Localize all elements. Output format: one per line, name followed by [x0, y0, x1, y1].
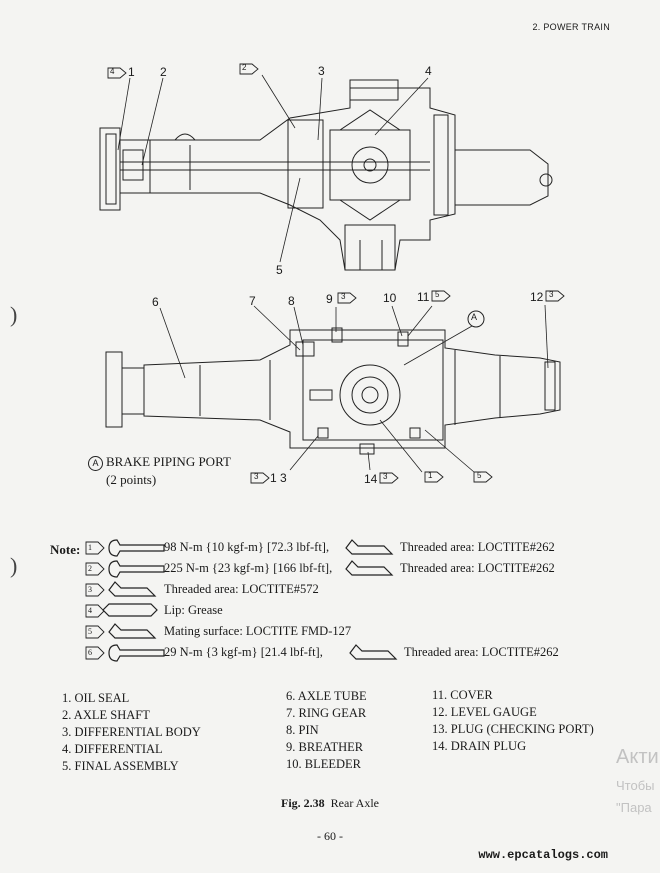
callout-8: 8	[288, 294, 295, 308]
exterior-view	[105, 310, 561, 455]
parts-list-col-3: 11. COVER 12. LEVEL GAUGE 13. PLUG (CHEC…	[432, 687, 594, 755]
figure-caption: Fig. 2.38 Rear Axle	[0, 796, 660, 811]
site-url[interactable]: www.epcatalogs.com	[478, 848, 608, 862]
watermark-line-1: Акти	[616, 746, 659, 768]
part-item: 1. OIL SEAL	[62, 691, 130, 705]
watermark-line-2: Чтобы	[616, 778, 655, 793]
badge-3-callout-9: 3	[341, 292, 346, 301]
callout-7: 7	[249, 294, 256, 308]
callout-4: 4	[425, 64, 432, 78]
badge-5: 5	[477, 471, 482, 480]
part-item: 7. RING GEAR	[286, 706, 367, 720]
part-item: 10. BLEEDER	[286, 757, 361, 771]
note-text: 98 N-m {10 kgf-m} [72.3 lbf-ft],	[164, 540, 330, 554]
part-item: 4. DIFFERENTIAL	[62, 742, 163, 756]
figure-title: Rear Axle	[330, 796, 379, 810]
callout-12: 12	[530, 290, 544, 304]
note-text: Threaded area: LOCTITE#572	[164, 582, 319, 596]
binding-mark-1: )	[10, 302, 18, 327]
part-item: 8. PIN	[286, 723, 319, 737]
note-badge: 4	[88, 606, 92, 615]
note-text: 29 N-m {3 kgf-m} [21.4 lbf-ft],	[164, 645, 323, 659]
callout-6: 6	[152, 295, 159, 309]
note-text: Mating surface: LOCTITE FMD-127	[164, 624, 352, 638]
marker-a-circle: A	[88, 456, 103, 471]
badge-5-callout-11: 5	[435, 290, 440, 299]
parts-list-col-2: 6. AXLE TUBE 7. RING GEAR 8. PIN 9. BREA…	[286, 688, 367, 773]
part-item: 3. DIFFERENTIAL BODY	[62, 725, 201, 739]
binding-mark-2: )	[10, 553, 18, 578]
badge-2: 2	[242, 63, 247, 72]
note-extra: Threaded area: LOCTITE#262	[404, 645, 559, 659]
note-badge: 1	[88, 543, 92, 552]
section-header: 2. POWER TRAIN	[532, 22, 610, 32]
note-badge: 3	[88, 585, 92, 594]
callout-1: 1	[128, 65, 135, 79]
callout-11: 11	[417, 290, 430, 304]
callout-5: 5	[276, 263, 283, 277]
note-icons	[85, 539, 398, 662]
marker-a: A	[471, 312, 478, 322]
brake-port-count: (2 points)	[106, 472, 157, 487]
callout-2: 2	[160, 65, 167, 79]
note-badge: 2	[88, 564, 92, 573]
note-label: Note:	[50, 542, 81, 557]
figure-number: Fig. 2.38	[281, 796, 325, 810]
badge-3-callout-14: 3	[383, 472, 388, 481]
callout-9: 9	[326, 292, 333, 306]
callout-14: 14	[364, 472, 378, 486]
note-badge: 5	[88, 627, 92, 636]
badge-1: 1	[428, 471, 433, 480]
callout-13: 1 3	[270, 471, 287, 485]
callout-10: 10	[383, 291, 397, 305]
sectional-view	[99, 79, 553, 271]
note-badge: 6	[88, 648, 92, 657]
badge-3-callout-13: 3	[254, 472, 259, 481]
brake-port-title: BRAKE PIPING PORT	[106, 454, 231, 469]
part-item: 6. AXLE TUBE	[286, 689, 367, 703]
note-text: 225 N-m {23 kgf-m} [166 lbf-ft],	[164, 561, 333, 575]
part-item: 13. PLUG (CHECKING PORT)	[432, 722, 594, 736]
note-text: Lip: Grease	[164, 603, 223, 617]
note-extra: Threaded area: LOCTITE#262	[400, 561, 555, 575]
badge-3-callout-12: 3	[549, 290, 554, 299]
badge-4-callout-1: 4	[110, 67, 115, 76]
parts-list-col-1: 1. OIL SEAL 2. AXLE SHAFT 3. DIFFERENTIA…	[62, 690, 201, 775]
watermark-line-3: "Пара	[616, 800, 652, 815]
part-item: 5. FINAL ASSEMBLY	[62, 759, 179, 773]
callout-3: 3	[318, 64, 325, 78]
note-extra: Threaded area: LOCTITE#262	[400, 540, 555, 554]
part-item: 14. DRAIN PLUG	[432, 739, 527, 753]
part-item: 2. AXLE SHAFT	[62, 708, 150, 722]
part-item: 9. BREATHER	[286, 740, 364, 754]
page-number: - 60 -	[317, 829, 343, 843]
part-item: 11. COVER	[432, 688, 493, 702]
part-item: 12. LEVEL GAUGE	[432, 705, 537, 719]
